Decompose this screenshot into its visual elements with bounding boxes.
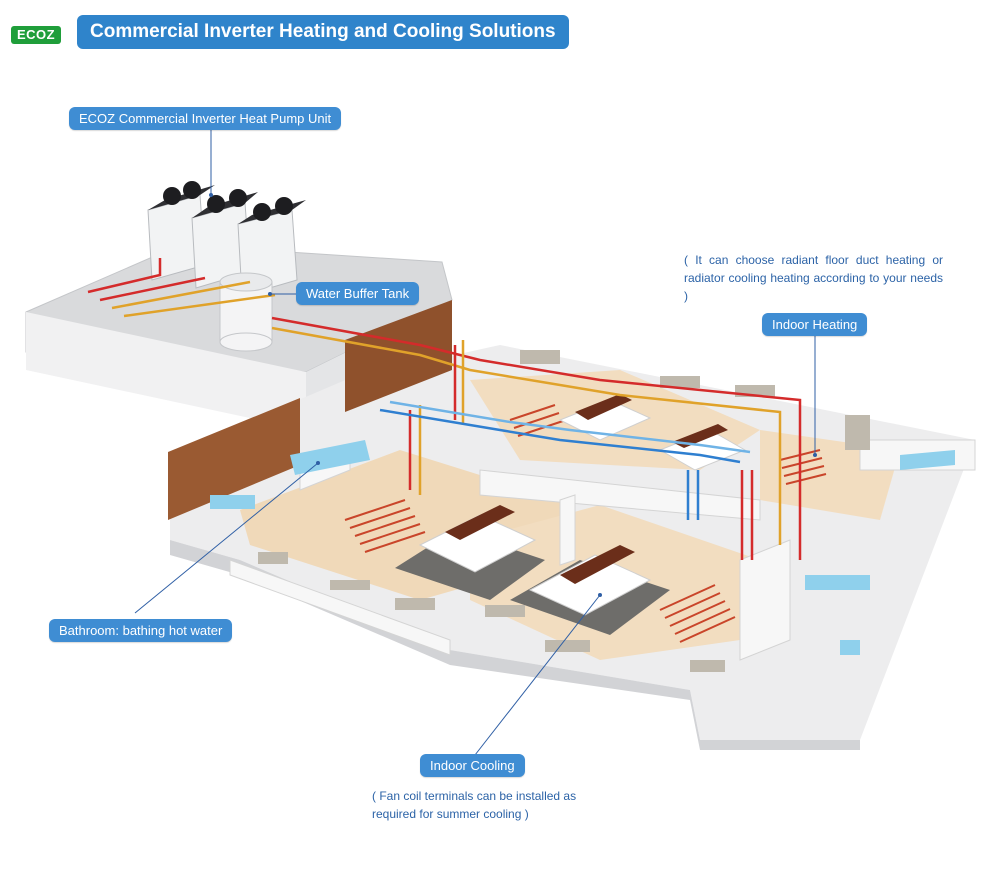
water-buffer-tank (219, 272, 273, 352)
label-indoor-heating: Indoor Heating (762, 313, 868, 336)
roof-slab-front (26, 312, 306, 430)
label-bathroom-hot-water: Bathroom: bathing hot water (49, 619, 233, 642)
note-indoor-heating: ( It can choose radiant floor duct heati… (684, 253, 943, 303)
label-water-buffer-tank: Water Buffer Tank (296, 282, 420, 305)
label-indoor-cooling: Indoor Cooling (420, 754, 525, 777)
heat-pump-units (147, 181, 306, 297)
note-indoor-cooling-line1: ( Fan coil terminals can be installed as (372, 789, 577, 803)
page-title: Commercial Inverter Heating and Cooling … (77, 15, 569, 49)
note-indoor-cooling-line2: required for summer cooling ) (372, 807, 529, 821)
floor-slab-edge (170, 540, 860, 750)
note-indoor-cooling: ( Fan coil terminals can be installed as… (372, 787, 576, 823)
ecoz-logo: ECOZ (11, 26, 61, 44)
pipes (87, 258, 802, 560)
label-heat-pump-unit: ECOZ Commercial Inverter Heat Pump Unit (69, 107, 342, 130)
wood-wall-upper (345, 300, 452, 412)
